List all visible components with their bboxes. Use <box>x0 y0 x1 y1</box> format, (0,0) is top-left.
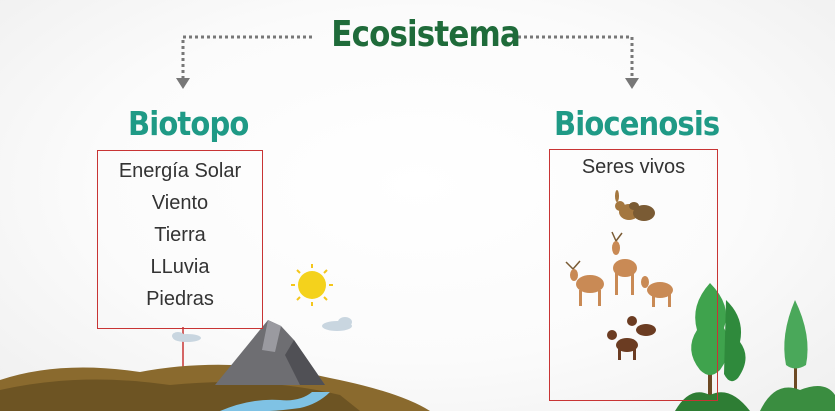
river-icon <box>220 392 330 411</box>
sun-icon <box>291 264 333 306</box>
mountain-icon <box>215 320 325 385</box>
list-item: LLuvia <box>150 256 210 278</box>
list-item: Tierra <box>154 224 206 246</box>
list-item: Piedras <box>146 288 214 310</box>
monkey-icon <box>607 316 656 360</box>
arrow-left-head <box>176 78 190 89</box>
rabbit-icon <box>615 190 655 221</box>
biotopo-heading: Biotopo <box>128 104 249 143</box>
seres-vivos-label: Seres vivos <box>581 156 686 178</box>
biotopo-box: Energía Solar Viento Tierra LLuvia Piedr… <box>97 150 263 329</box>
deer-icon <box>565 231 673 307</box>
cloud-icon <box>172 317 352 342</box>
arrow-right <box>512 35 634 78</box>
biotopo-list: Energía Solar Viento Tierra LLuvia Piedr… <box>98 155 262 315</box>
arrow-left <box>181 35 312 78</box>
tree-icon <box>675 283 835 411</box>
list-item: Energía Solar <box>118 160 242 182</box>
arrow-right-head <box>625 78 639 89</box>
list-item: Viento <box>151 192 209 214</box>
biocenosis-box: Seres vivos <box>549 149 718 401</box>
biocenosis-heading: Biocenosis <box>554 104 720 143</box>
diagram-title: Ecosistema <box>331 14 520 55</box>
